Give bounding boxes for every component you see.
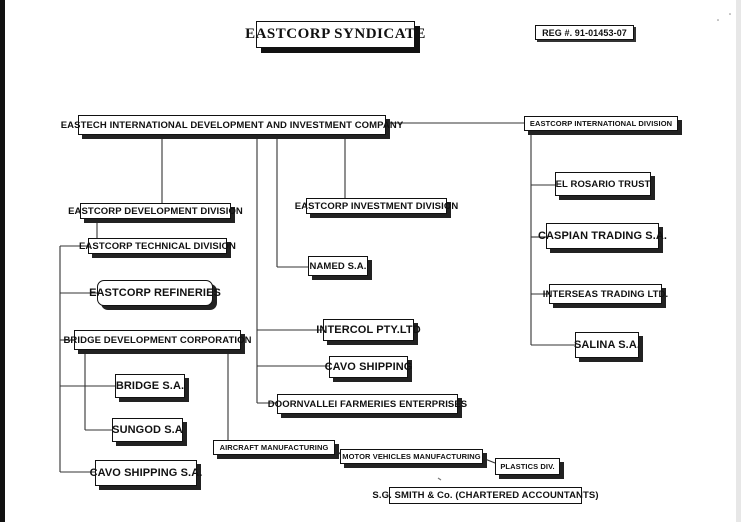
box-el-rosario-trust: EL ROSARIO TRUST [555,172,651,196]
box-motor-vehicles-manufacturing: MOTOR VEHICLES MANUFACTURING [340,449,483,464]
connector [484,458,496,464]
connector [336,449,341,455]
box-doornvallei-farmeries: DOORNVALLEI FARMERIES ENTERPRISES [268,394,467,414]
scan-edge-left [0,0,5,522]
box-sungod-sa: SUNGOD S.A [112,418,183,442]
box-named-sa: NAMED S.A. [308,256,368,276]
scan-edge-right [736,0,741,522]
box-eastcorp-technical-division: EASTCORP TECHNICAL DIVISION [79,238,236,254]
box-bridge-development-corporation: BRIDGE DEVELOPMENT CORPORATION [63,330,251,350]
box-cavo-shipping: CAVO SHIPPING [325,356,412,378]
box-eastech-company: EASTECH INTERNATIONAL DEVELOPMENT AND IN… [61,115,403,135]
box-aircraft-manufacturing: AIRCRAFT MANUFACTURING [213,440,335,455]
box-salina-sa: SALINA S.A. [574,332,640,358]
scan-speck [729,13,731,15]
box-interseas-trading: INTERSEAS TRADING LTD. [543,284,668,304]
footer-accountants: S.G. SMITH & Co. (CHARTERED ACCOUNTANTS) [372,487,598,504]
box-intercol: INTERCOL PTY.LTD [316,319,421,341]
box-plastics-division: PLASTICS DIV. [495,458,560,475]
box-eastcorp-investment-division: EASTCORP INVESTMENT DIVISION [295,198,458,214]
box-eastcorp-development-division: EASTCORP DEVELOPMENT DIVISION [68,203,243,219]
box-cavo-shipping-sa: CAVO SHIPPING S.A. [90,460,202,486]
scan-speck [437,477,442,481]
box-eastcorp-refineries: EASTCORP REFINERIES [89,280,221,306]
registration-number: REG #. 91-01453-07 [535,25,634,40]
box-eastcorp-international-division: EASTCORP INTERNATIONAL DIVISION [524,116,678,131]
scan-speck [717,19,719,21]
box-bridge-sa: BRIDGE S.A. [115,374,185,398]
page-title: EASTCORP SYNDICATE [245,21,425,48]
box-caspian-trading: CASPIAN TRADING S.A. [538,223,667,249]
